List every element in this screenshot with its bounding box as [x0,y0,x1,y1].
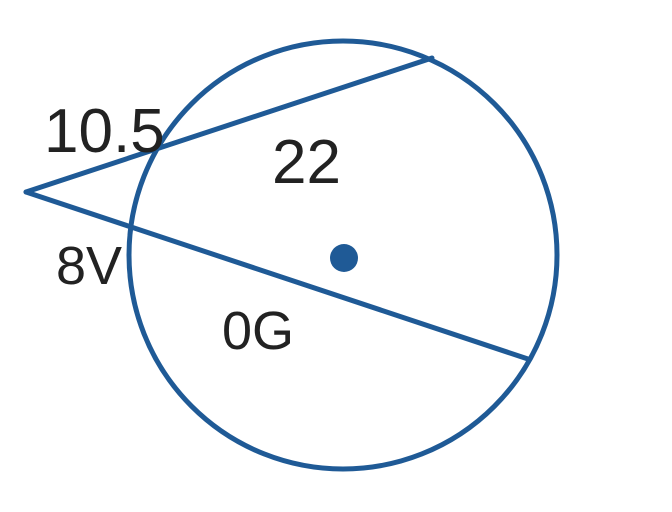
upper-external-label: 10.5 [44,97,165,166]
lower-secant [23,189,531,362]
center-point [330,244,358,272]
upper-arc-label: 22 [272,128,341,197]
lower-external-label: 8V [56,236,122,296]
upper-secant [23,55,435,195]
circle [126,38,560,472]
lower-chord-label: 0G [222,301,294,361]
